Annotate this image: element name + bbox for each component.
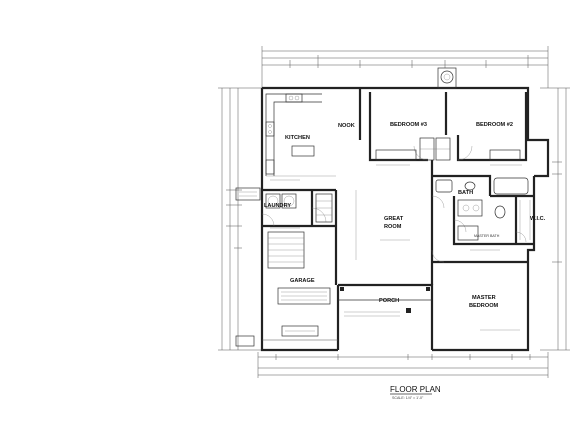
bottom-dimension-lines [257,352,549,378]
room-label-bath: BATH [458,190,473,196]
interior-dimension-leaders [270,164,522,331]
kitchen-fixtures [265,93,336,177]
room-label-bedroom-3: BEDROOM #3 [390,122,427,128]
bath-fixtures [435,177,531,241]
room-label-porch: PORCH [379,298,399,304]
plan-scale: SCALE: 1/4" = 1'-0" [392,396,424,400]
room-label-master-bath: MASTER BATH [474,234,500,238]
room-label-bedroom-2: BEDROOM #2 [476,122,513,128]
room-label-room: ROOM [384,224,402,230]
doors-and-closets [261,137,527,263]
right-dimension-lines [540,87,570,351]
room-label-master-bedroom: BEDROOM [469,303,499,309]
fireplace-icon [437,67,457,89]
room-label-nook: NOOK [338,123,355,129]
laundry-fixtures [265,193,333,223]
room-label-kitchen: KITCHEN [285,135,310,141]
room-label-garage: GARAGE [290,278,315,284]
garage-details [235,187,338,347]
porch-details [340,287,430,317]
plan-title: FLOOR PLAN [390,385,441,394]
room-label-master: MASTER [472,295,496,301]
room-label-wic: W.I.C. [530,216,546,222]
left-dimension-lines [218,87,262,351]
top-dimension-lines [261,46,549,88]
interior-walls [262,88,534,285]
exterior-walls [260,86,550,352]
room-label-great: GREAT [384,216,404,222]
room-label-laundry: LAUNDRY [264,203,291,209]
